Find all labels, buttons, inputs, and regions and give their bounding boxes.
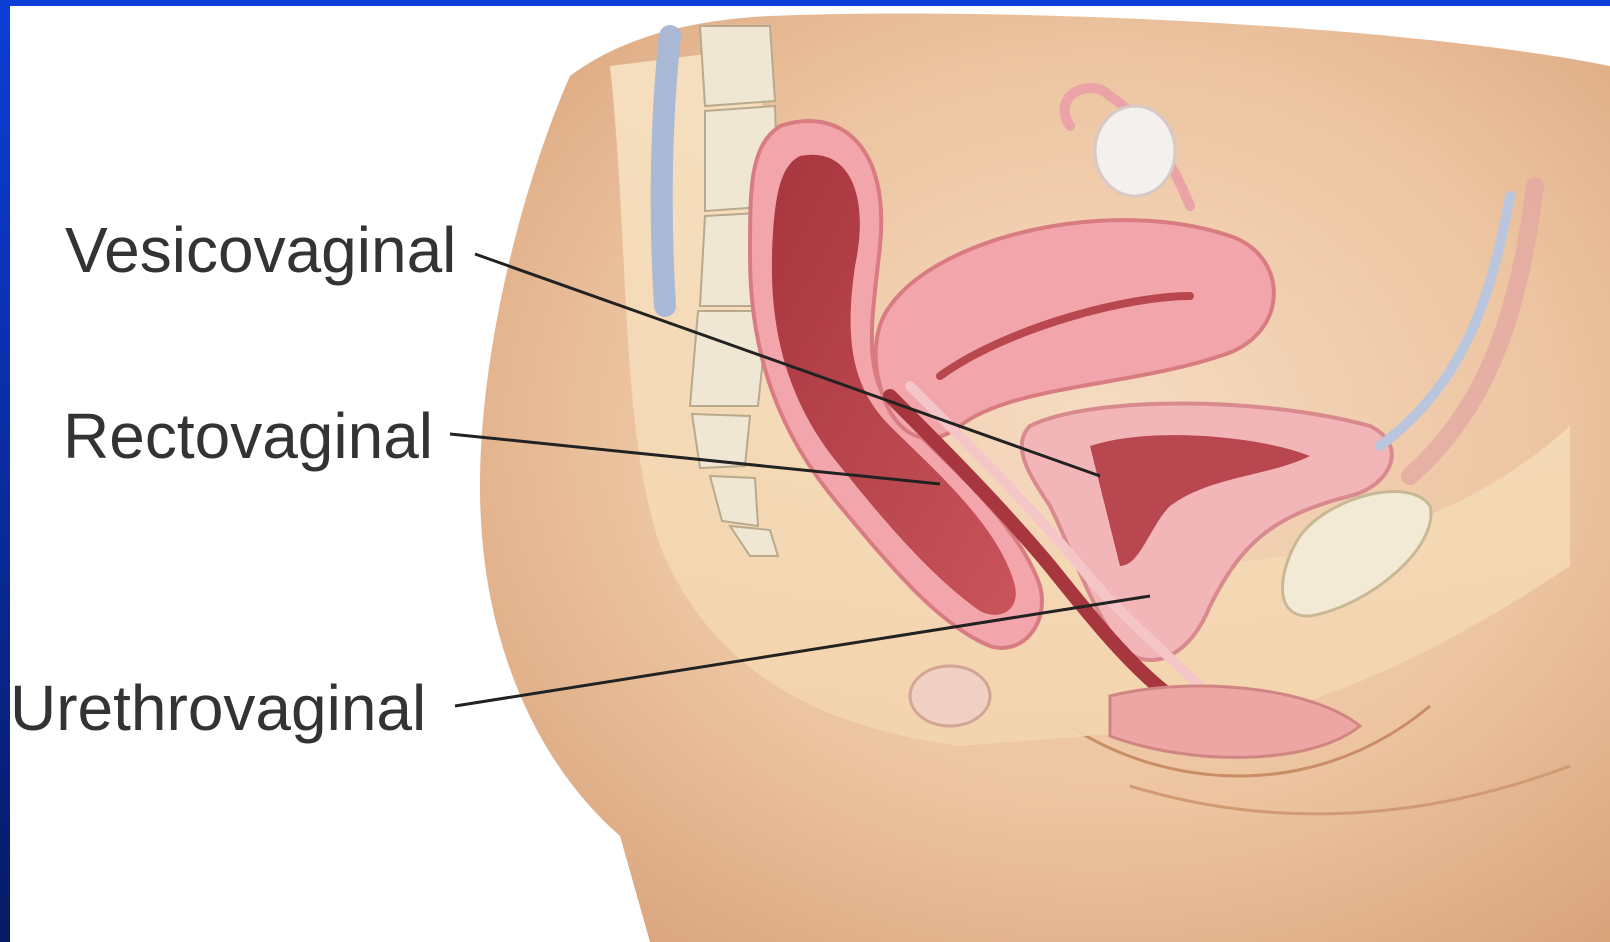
illustration-canvas: Vesicovaginal Rectovaginal Urethrovagina… [10, 6, 1610, 942]
anal-region [910, 666, 990, 726]
pelvic-anatomy-illustration [10, 6, 1610, 942]
urethrovaginal-label: Urethrovaginal [10, 676, 426, 740]
ovary [1095, 106, 1175, 196]
rectovaginal-label: Rectovaginal [63, 404, 433, 468]
vesicovaginal-label: Vesicovaginal [65, 218, 456, 282]
spinal-canal [662, 36, 670, 306]
